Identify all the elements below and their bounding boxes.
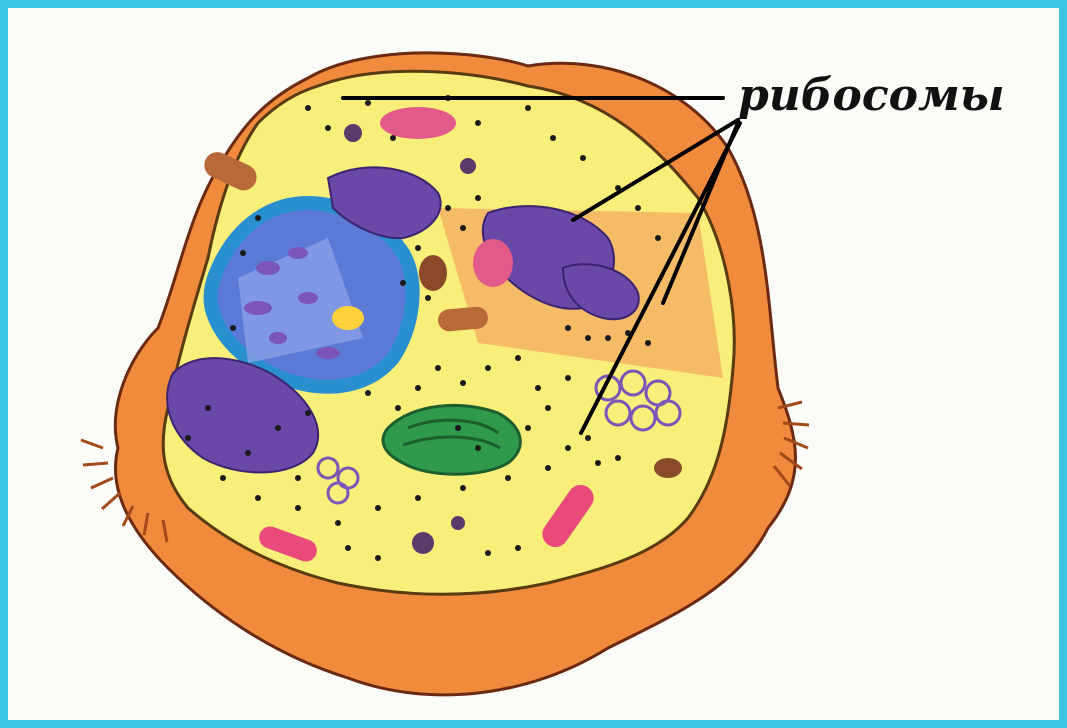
ribosome-dot <box>565 445 571 451</box>
ribosome-dot <box>565 325 571 331</box>
ribosome-dot <box>505 475 511 481</box>
ribosome-dot <box>415 245 421 251</box>
ribosome-dot <box>655 235 661 241</box>
ribosome-dot <box>645 340 651 346</box>
ribosome-dot <box>415 495 421 501</box>
ribosome-dot <box>255 495 261 501</box>
ribosome-dot <box>375 505 381 511</box>
ribosome-dot <box>255 215 261 221</box>
ribosome-dot <box>425 295 431 301</box>
ribosome-dot <box>365 390 371 396</box>
ribosome-dot <box>550 135 556 141</box>
ribosome-label: рибосомы <box>738 70 1005 121</box>
ribosome-dot <box>525 105 531 111</box>
ribosome-dot <box>485 550 491 556</box>
ribosome-dot <box>295 505 301 511</box>
ribosome-dot <box>295 475 301 481</box>
ribosome-dot <box>585 335 591 341</box>
ribosome-dot <box>585 435 591 441</box>
ribosome-dot <box>400 280 406 286</box>
ribosome-dot <box>245 450 251 456</box>
animal-cell-diagram: рибосомы <box>8 8 1059 720</box>
ribosome-dot <box>445 205 451 211</box>
ribosome-dot <box>220 475 226 481</box>
ribosome-dot <box>535 385 541 391</box>
ribosome-dot <box>305 410 311 416</box>
ribosome-dot <box>475 195 481 201</box>
ribosome-dot <box>485 365 491 371</box>
ribosome-dot <box>545 465 551 471</box>
ribosome-dot <box>580 155 586 161</box>
ribosome-dot <box>345 545 351 551</box>
ribosome-dot <box>240 250 246 256</box>
ribosome-dot <box>635 205 641 211</box>
nucleolus <box>332 306 364 330</box>
ribosome-dot <box>460 485 466 491</box>
ribosome-dot <box>565 375 571 381</box>
ribosome-dot <box>615 455 621 461</box>
ribosome-dot <box>435 365 441 371</box>
ribosome-dot <box>390 135 396 141</box>
ribosome-dot <box>515 355 521 361</box>
ribosome-dot <box>545 405 551 411</box>
ribosome-dot <box>365 100 371 106</box>
ribosome-dot <box>335 520 341 526</box>
ribosome-dot <box>515 545 521 551</box>
ribosome-dot <box>460 380 466 386</box>
ribosome-dot <box>605 335 611 341</box>
ribosome-dot <box>205 405 211 411</box>
ribosome-dot <box>455 425 461 431</box>
ribosome-dot <box>305 105 311 111</box>
ribosome-dot <box>375 555 381 561</box>
ribosome-dot <box>475 120 481 126</box>
golgi-apparatus <box>383 405 520 474</box>
ribosome-dot <box>415 385 421 391</box>
ribosome-dot <box>275 425 281 431</box>
ribosome-dot <box>185 435 191 441</box>
ribosome-dot <box>525 425 531 431</box>
ribosome-dot <box>475 445 481 451</box>
ribosome-dot <box>595 460 601 466</box>
ribosome-dot <box>460 225 466 231</box>
ribosome-dot <box>395 405 401 411</box>
ribosome-dot <box>325 125 331 131</box>
ribosome-dot <box>230 325 236 331</box>
diagram-canvas: рибосомы <box>8 8 1059 720</box>
